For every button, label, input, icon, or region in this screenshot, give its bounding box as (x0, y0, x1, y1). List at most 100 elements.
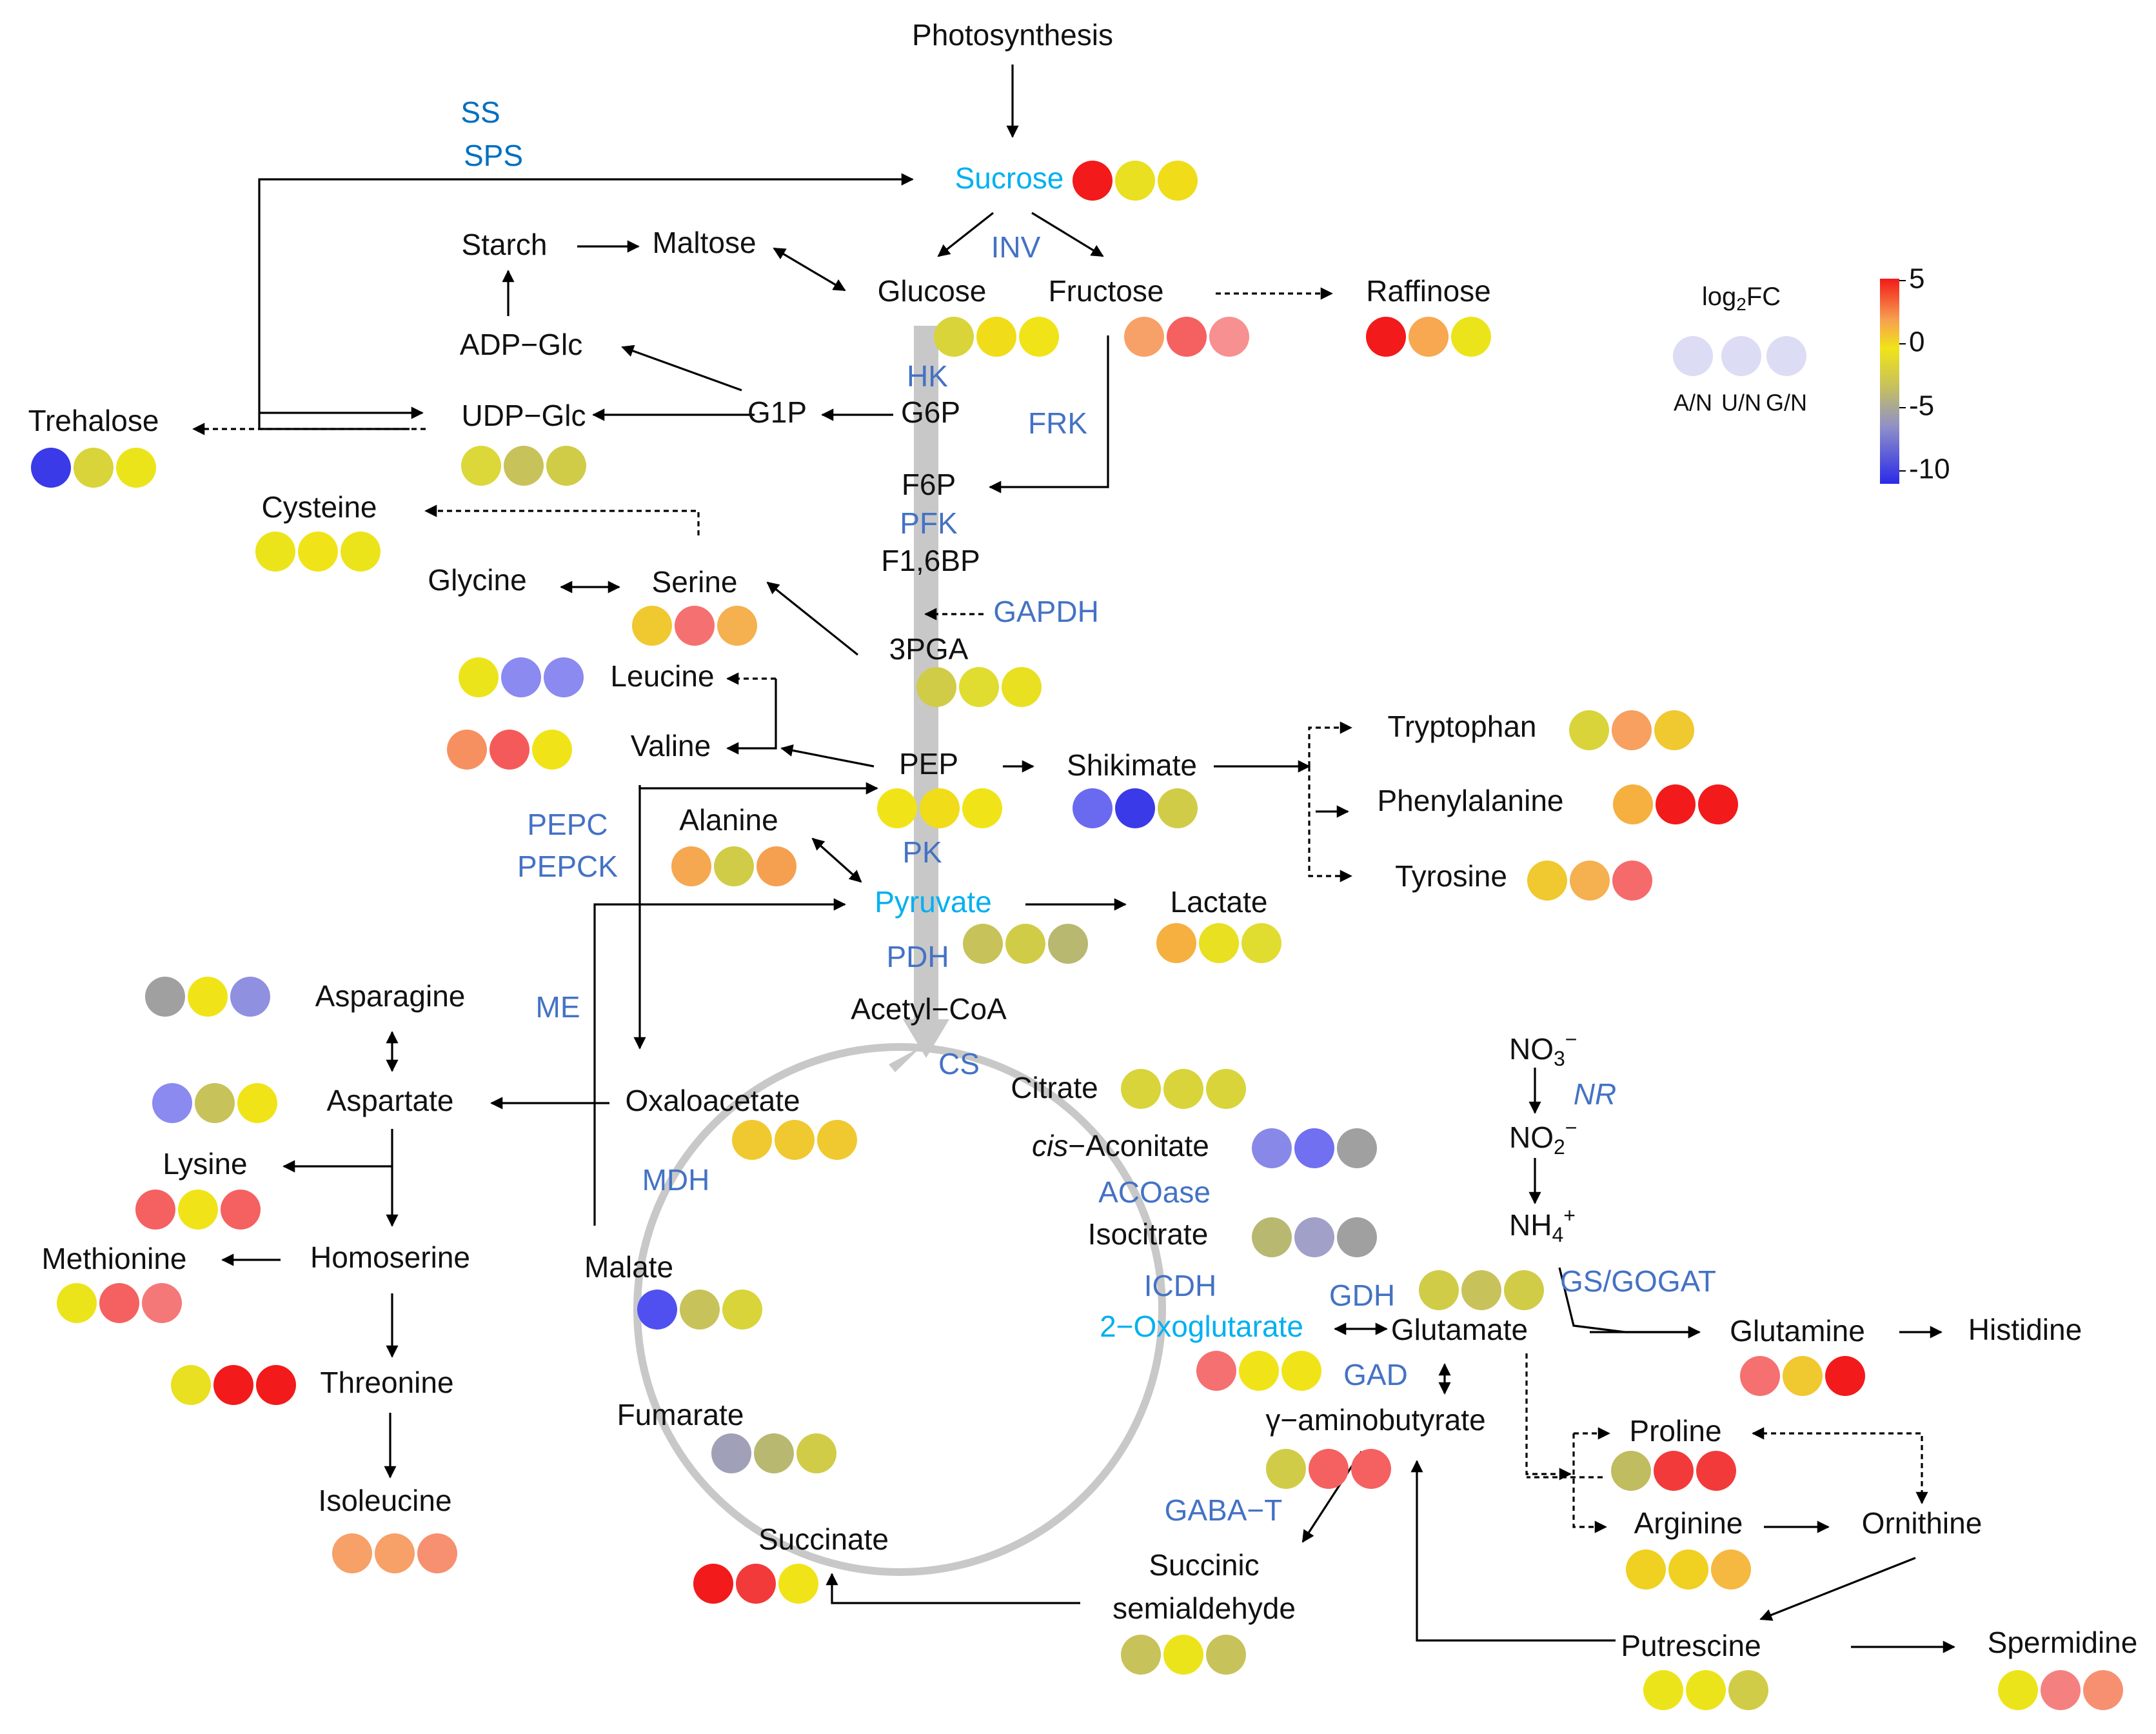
fold-change-dot (490, 730, 529, 770)
nh4-subscript: 4 (1552, 1223, 1563, 1246)
fold-change-dot (1504, 1270, 1544, 1310)
legend-title-base: log (1702, 283, 1736, 311)
dots-proline (1611, 1451, 1736, 1491)
aconitate-suffix: −Aconitate (1068, 1129, 1209, 1162)
dots-succinate (693, 1564, 818, 1604)
metabolite-udp-glc: UDP−Glc (462, 399, 586, 432)
dots-lactate (1156, 923, 1281, 963)
color-scale-bar (1880, 279, 1899, 484)
metabolite-malate: Malate (584, 1250, 673, 1284)
dots-pyruvate (963, 924, 1088, 964)
dots-methionine (57, 1283, 182, 1323)
no2-subscript: 2 (1554, 1135, 1565, 1159)
fold-change-dot (2083, 1670, 2123, 1710)
fold-change-dot (637, 1290, 677, 1330)
fold-change-dot (1115, 788, 1155, 828)
metabolite-methionine: Methionine (41, 1242, 186, 1275)
fold-change-dot (722, 1290, 762, 1330)
fold-change-dot (213, 1365, 253, 1405)
enzyme-icdh: ICDH (1144, 1269, 1216, 1302)
fold-change-dot (1686, 1670, 1726, 1710)
dots-threonine (171, 1365, 296, 1405)
fold-change-dot (178, 1190, 218, 1230)
fold-change-dot (459, 657, 499, 697)
fold-change-dot (447, 730, 487, 770)
fold-change-dot (1199, 923, 1239, 963)
fold-change-dot (1656, 784, 1696, 824)
dots-glutamate (1419, 1270, 1544, 1310)
dots-putrescine (1643, 1670, 1768, 1710)
fold-change-dot (1281, 1351, 1321, 1391)
dots-malate (637, 1290, 762, 1330)
metabolite-homoserine: Homoserine (310, 1241, 470, 1274)
fold-change-dot (74, 448, 114, 488)
metabolite-acetyl-coa: Acetyl−CoA (851, 992, 1007, 1026)
fold-change-dot (461, 446, 501, 486)
enzyme-nr: NR (1574, 1077, 1616, 1111)
legend-title-rest: FC (1746, 283, 1781, 311)
metabolite-glutamate: Glutamate (1391, 1313, 1528, 1346)
metabolite-asparagine: Asparagine (315, 979, 466, 1013)
fold-change-dot (1005, 924, 1045, 964)
fold-change-dot (1294, 1217, 1334, 1257)
fold-change-dot (1728, 1670, 1768, 1710)
enzyme-pdh: PDH (886, 940, 949, 973)
fold-change-dot (1668, 1550, 1708, 1590)
enzyme-cs: CS (938, 1047, 980, 1081)
metabolite-oxaloacetate: Oxaloacetate (625, 1084, 800, 1117)
fold-change-dot (341, 532, 381, 572)
metabolite-alanine: Alanine (679, 803, 778, 837)
fold-change-dot (1294, 1128, 1334, 1168)
fold-change-dot (976, 317, 1016, 357)
nh4-base: NH (1509, 1208, 1552, 1242)
metabolite-f6p: F6P (902, 468, 956, 501)
metabolite-aspartate: Aspartate (327, 1084, 454, 1117)
fold-change-dot (1002, 667, 1042, 707)
dots-spermidine (1998, 1670, 2123, 1710)
metabolite-3pga: 3PGA (889, 632, 969, 666)
fold-change-dot (1158, 788, 1198, 828)
fold-change-dot (1048, 924, 1088, 964)
metabolite-histidine: Histidine (1968, 1313, 2082, 1346)
dots-isocitrate (1252, 1217, 1377, 1257)
fold-change-dot (963, 924, 1003, 964)
fold-change-dot (1252, 1128, 1292, 1168)
fold-change-dot (546, 446, 586, 486)
dots-sucrose (1073, 161, 1198, 201)
fold-change-dot (877, 788, 917, 828)
metabolite-valine: Valine (631, 729, 711, 762)
pathway-arrow (726, 679, 777, 755)
dots-tryptophan (1569, 710, 1694, 750)
enzyme-gaba-t: GABA−T (1165, 1493, 1283, 1527)
fold-change-dot (1241, 923, 1281, 963)
fold-change-dot (195, 1083, 235, 1123)
dots-aconitate (1252, 1128, 1377, 1168)
no3-subscript: 3 (1554, 1047, 1565, 1070)
legend-dot (1673, 336, 1713, 376)
metabolite-glutamine: Glutamine (1730, 1314, 1865, 1348)
fold-change-dot (1266, 1449, 1306, 1489)
fold-change-dot (962, 788, 1002, 828)
pathway-arrows (192, 65, 1955, 1653)
fold-change-dot (1124, 317, 1164, 357)
pathway-arrow (1031, 212, 1104, 257)
metabolite-glycine: Glycine (428, 563, 526, 597)
fold-change-dot (57, 1283, 97, 1323)
dots-arginine (1626, 1550, 1751, 1590)
metabolite-trehalose: Trehalose (28, 404, 159, 437)
fold-change-dot (1351, 1449, 1391, 1489)
metabolite-glucose: Glucose (878, 274, 987, 308)
fold-change-dots (31, 161, 2123, 1710)
fold-change-dot (1409, 317, 1449, 357)
fold-change-dot (1239, 1351, 1279, 1391)
scale-tick-label: 5 (1909, 263, 1924, 295)
metabolite-fumarate: Fumarate (617, 1398, 744, 1431)
fold-change-dot (375, 1533, 415, 1573)
pathway-arrow (766, 581, 858, 656)
metabolite-pyruvate: Pyruvate (875, 885, 992, 919)
fold-change-dot (1163, 1069, 1203, 1109)
metabolite-cis-aconitate: cis−Aconitate (1032, 1129, 1209, 1162)
fold-change-dot (1309, 1449, 1349, 1489)
fold-change-dot (1451, 317, 1491, 357)
metabolite-f16bp: F1,6BP (881, 544, 980, 577)
